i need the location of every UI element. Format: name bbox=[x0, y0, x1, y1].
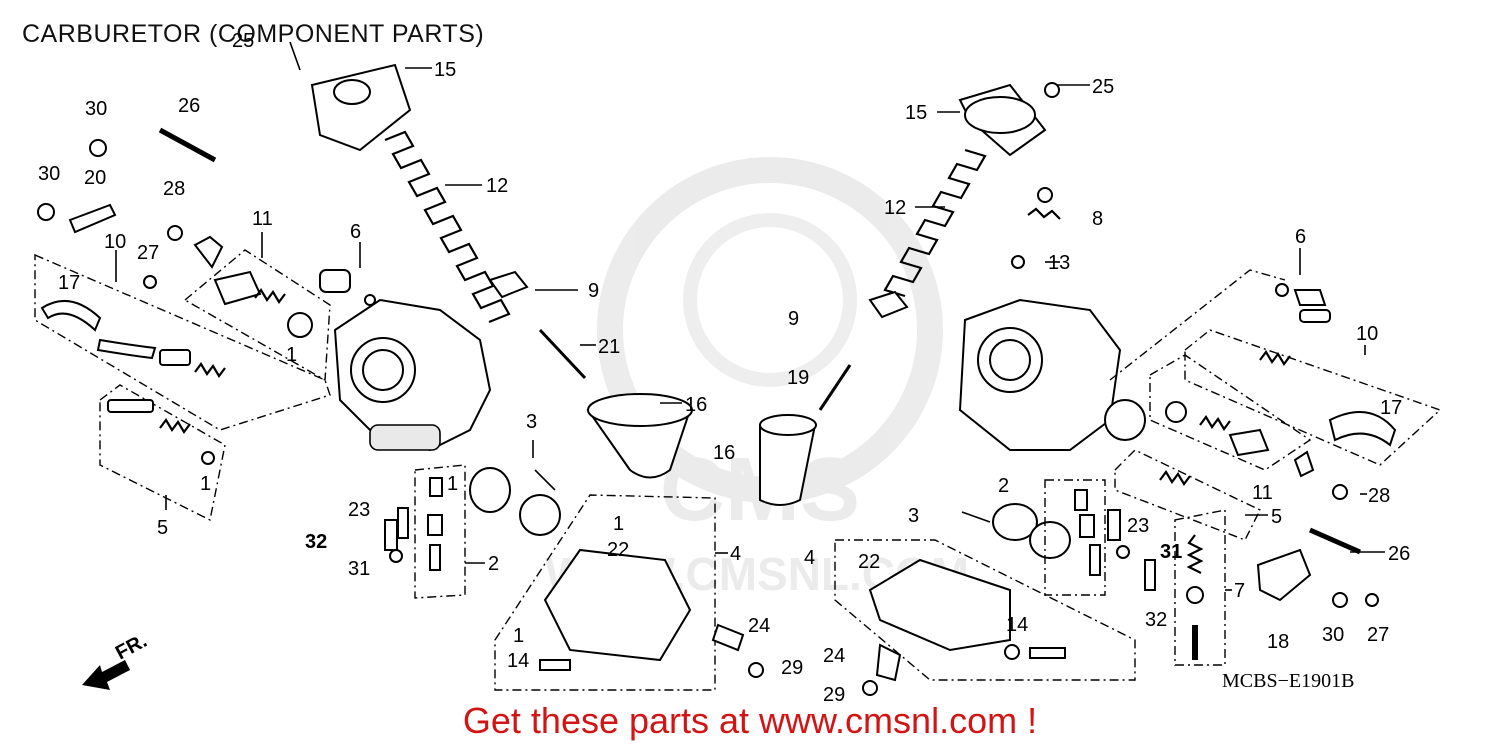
front-direction-arrow: FR. bbox=[82, 630, 151, 690]
callout-22: 22 bbox=[858, 551, 880, 573]
left-box-5 bbox=[99, 384, 226, 522]
right-box-10 bbox=[1184, 329, 1442, 466]
right-carburetor-assembly bbox=[759, 82, 1442, 696]
callout-1: 1 bbox=[613, 513, 624, 535]
right-box-link bbox=[1109, 269, 1286, 381]
callout-17: 17 bbox=[1380, 397, 1402, 419]
callout-5: 5 bbox=[157, 517, 168, 539]
top-cover-part-15 bbox=[310, 63, 412, 152]
promo-link-text[interactable]: Get these parts at www.cmsnl.com ! bbox=[462, 700, 1038, 741]
right-box-7 bbox=[1174, 509, 1226, 666]
left-box-2 bbox=[414, 464, 466, 599]
hose-part-17 bbox=[40, 300, 102, 332]
callout-13: 13 bbox=[1048, 252, 1070, 274]
callout-30: 30 bbox=[85, 98, 107, 120]
callout-3: 3 bbox=[908, 505, 919, 527]
callout-21: 21 bbox=[598, 336, 620, 358]
callout-5: 5 bbox=[1271, 506, 1282, 528]
callout-16: 16 bbox=[685, 394, 707, 416]
callout-12: 12 bbox=[486, 175, 508, 197]
callout-16: 16 bbox=[713, 442, 735, 464]
cms-watermark: CMS WWW.CMSNL.COM bbox=[545, 157, 969, 600]
callout-15: 15 bbox=[434, 59, 456, 81]
spring-part-12-right bbox=[883, 148, 987, 298]
callout-4: 4 bbox=[730, 543, 741, 565]
callout-1: 1 bbox=[200, 473, 211, 495]
callout-2: 2 bbox=[488, 553, 499, 575]
callout-2: 2 bbox=[998, 475, 1009, 497]
callout-19: 19 bbox=[787, 367, 809, 389]
callout-14: 14 bbox=[507, 650, 529, 672]
callout-32: 32 bbox=[305, 531, 327, 553]
left-box-10 bbox=[34, 253, 331, 431]
callout-28: 28 bbox=[1368, 485, 1390, 507]
callout-8: 8 bbox=[1092, 208, 1103, 230]
callout-6: 6 bbox=[350, 221, 361, 243]
float-chamber-part-4-right bbox=[868, 558, 1011, 652]
left-box-11 bbox=[183, 249, 331, 382]
callout-22: 22 bbox=[607, 539, 629, 561]
callout-29: 29 bbox=[823, 684, 845, 706]
callout-1: 1 bbox=[447, 473, 458, 495]
left-carburetor-assembly bbox=[34, 41, 764, 691]
callout-9: 9 bbox=[588, 280, 599, 302]
float-chamber-part-4 bbox=[543, 548, 692, 662]
left-float-chamber-box bbox=[494, 494, 716, 691]
callout-24: 24 bbox=[748, 615, 770, 637]
callout-7: 7 bbox=[1234, 580, 1245, 602]
callout-23: 23 bbox=[348, 499, 370, 521]
spring-part-12 bbox=[384, 130, 511, 324]
right-float-chamber-box bbox=[834, 539, 1136, 681]
right-box-11 bbox=[1149, 354, 1312, 471]
callout-27: 27 bbox=[1367, 624, 1389, 646]
callout-20: 20 bbox=[84, 167, 106, 189]
callout-26: 26 bbox=[1388, 543, 1410, 565]
callout-26: 26 bbox=[178, 95, 200, 117]
callout-25: 25 bbox=[232, 30, 254, 52]
callout-3: 3 bbox=[526, 411, 537, 433]
callout-17: 17 bbox=[58, 272, 80, 294]
page-title: CARBURETOR (COMPONENT PARTS) bbox=[22, 20, 485, 48]
callout-10: 10 bbox=[1356, 323, 1378, 345]
callout-28: 28 bbox=[163, 178, 185, 200]
callout-31: 31 bbox=[348, 558, 370, 580]
callout-12: 12 bbox=[884, 197, 906, 219]
direction-label: FR. bbox=[112, 630, 151, 665]
right-box-5 bbox=[1114, 449, 1261, 541]
callout-30: 30 bbox=[38, 163, 60, 185]
right-box-2 bbox=[1044, 479, 1106, 596]
callout-14: 14 bbox=[1006, 614, 1028, 636]
callout-31: 31 bbox=[1160, 541, 1182, 563]
callout-18: 18 bbox=[1267, 631, 1289, 653]
top-cover-hole bbox=[333, 79, 371, 105]
needle-holder-part-9 bbox=[488, 270, 529, 299]
callout-32: 32 bbox=[1145, 609, 1167, 631]
callout-9: 9 bbox=[788, 308, 799, 330]
bracket-part-18 bbox=[1256, 548, 1312, 602]
callout-15: 15 bbox=[905, 102, 927, 124]
bracket-part-20 bbox=[68, 203, 117, 234]
left-callout-labels: 25 15 30 26 30 20 12 28 11 6 27 10 17 9 … bbox=[38, 30, 803, 679]
callout-24: 24 bbox=[823, 645, 845, 667]
callout-4: 4 bbox=[804, 547, 815, 569]
callout-6: 6 bbox=[1295, 226, 1306, 248]
hose-part-17-right bbox=[1328, 411, 1397, 447]
diagram-reference-code: MCBS−E1901B bbox=[1222, 670, 1355, 692]
right-callout-labels: 25 15 12 8 13 6 9 10 19 16 17 11 28 2 5 … bbox=[713, 76, 1410, 706]
callout-25: 25 bbox=[1092, 76, 1114, 98]
callout-11: 11 bbox=[252, 208, 273, 230]
callout-23: 23 bbox=[1127, 515, 1149, 537]
callout-27: 27 bbox=[137, 242, 159, 264]
callout-30: 30 bbox=[1322, 624, 1344, 646]
callout-1: 1 bbox=[286, 344, 297, 366]
callout-1: 1 bbox=[513, 625, 524, 647]
callout-29: 29 bbox=[781, 657, 803, 679]
callout-11: 11 bbox=[1252, 482, 1273, 504]
callout-10: 10 bbox=[104, 231, 126, 253]
